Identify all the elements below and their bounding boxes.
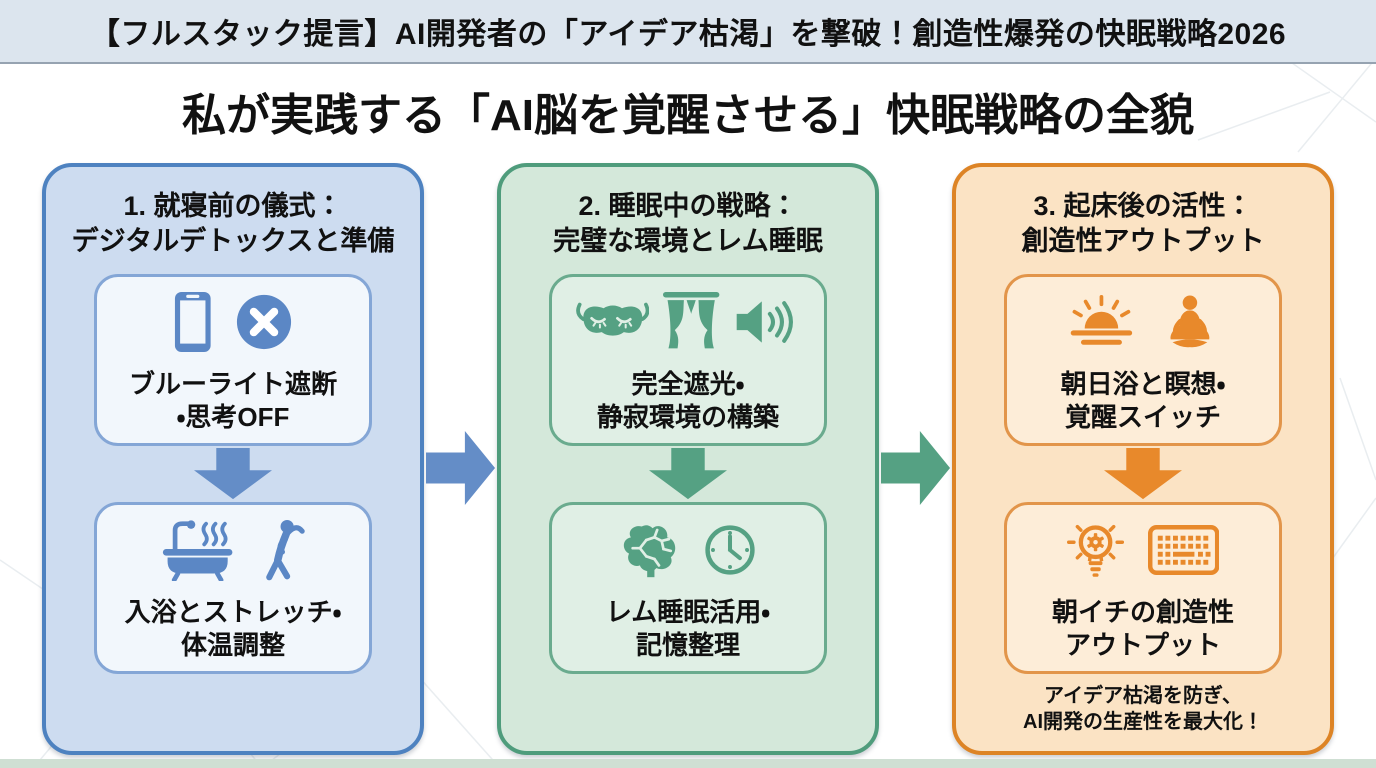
right-arrow-icon <box>880 431 950 505</box>
step-1-box-2-label: 入浴とストレッチ・ 体温調整 <box>124 597 342 661</box>
idea-bulb-gear-icon <box>1066 525 1124 578</box>
step-3-footnote: アイデア枯渇を防ぎ、 AI開発の生産性を最大化！ <box>1023 685 1263 734</box>
smartphone-icon <box>175 292 211 353</box>
sleep-mask-icon <box>576 303 650 336</box>
step-3-box-2-icons <box>1066 514 1220 586</box>
down-arrow-step-1 <box>46 446 420 502</box>
speaker-icon <box>736 301 793 344</box>
flow-arrow-step1-to-step2 <box>425 425 496 511</box>
block-x-icon <box>236 295 291 350</box>
step-1-panel: 1. 就寝前の儀式： デジタルデトックスと準備 ブルーライト遮断 <box>42 163 424 755</box>
brain-icon <box>623 525 676 578</box>
step-2-box-2: レム睡眠活用・ 記憶整理 <box>549 502 827 675</box>
step-1-heading: 1. 就寝前の儀式： デジタルデトックスと準備 <box>71 191 395 256</box>
banner-text: 【フルスタック提言】AI開発者の「アイデア枯渇」を撃破！創造性爆発の快眠戦略20… <box>89 18 1287 51</box>
step-2-heading: 2. 睡眠中の戦略： 完璧な環境とレム睡眠 <box>553 191 823 256</box>
step-1-box-1: ブルーライト遮断 ・思考OFF <box>94 274 372 447</box>
step-3-box-2: 朝イチの創造性 アウトプット <box>1004 502 1282 675</box>
curtains-icon <box>663 292 720 349</box>
step-2-box-1-label: 完全遮光・ 静寂環境の構築 <box>596 369 779 433</box>
step-1-box-1-label: ブルーライト遮断 ・思考OFF <box>128 369 337 433</box>
banner: 【フルスタック提言】AI開発者の「アイデア枯渇」を撃破！創造性爆発の快眠戦略20… <box>0 0 1376 64</box>
step-3-panel: 3. 起床後の活性： 創造性アウトプット <box>952 163 1334 755</box>
flow-arrow-step2-to-step3 <box>880 425 951 511</box>
step-2-box-2-icons <box>620 514 756 586</box>
stretch-person-icon <box>266 520 305 581</box>
bathtub-icon <box>162 520 233 582</box>
page-title: 私が実践する「AI脳を覚醒させる」快眠戦略の全貌 <box>182 91 1194 140</box>
step-2-box-1: 完全遮光・ 静寂環境の構築 <box>549 274 827 447</box>
step-1-box-2: 入浴とストレッチ・ 体温調整 <box>94 502 372 675</box>
keyboard-icon <box>1147 525 1220 576</box>
down-arrow-step-2 <box>501 446 875 502</box>
step-3-heading: 3. 起床後の活性： 創造性アウトプット <box>1021 191 1265 256</box>
steps-row: 1. 就寝前の儀式： デジタルデトックスと準備 ブルーライト遮断 <box>0 163 1376 755</box>
step-3-box-1: 朝日浴と瞑想・ 覚醒スイッチ <box>1004 274 1282 447</box>
right-arrow-icon <box>425 431 495 505</box>
step-2-box-2-label: レム睡眠活用・ 記憶整理 <box>605 597 771 661</box>
step-2-box-1-icons <box>576 286 800 358</box>
meditation-icon <box>1169 295 1209 348</box>
clock-icon <box>705 525 755 575</box>
step-3-box-1-label: 朝日浴と瞑想・ 覚醒スイッチ <box>1060 369 1226 433</box>
step-2-panel: 2. 睡眠中の戦略： 完璧な環境とレム睡眠 <box>497 163 879 755</box>
step-3-box-1-icons <box>1067 286 1220 358</box>
step-1-box-2-icons <box>161 514 305 586</box>
down-arrow-icon <box>194 448 272 500</box>
step-3-box-2-label: 朝イチの創造性 アウトプット <box>1051 597 1234 661</box>
sunrise-icon <box>1070 295 1132 346</box>
bottom-strip <box>0 759 1376 768</box>
down-arrow-icon <box>649 448 727 500</box>
down-arrow-step-3 <box>956 446 1330 502</box>
down-arrow-icon <box>1104 448 1182 500</box>
step-1-box-1-icons <box>174 286 292 358</box>
